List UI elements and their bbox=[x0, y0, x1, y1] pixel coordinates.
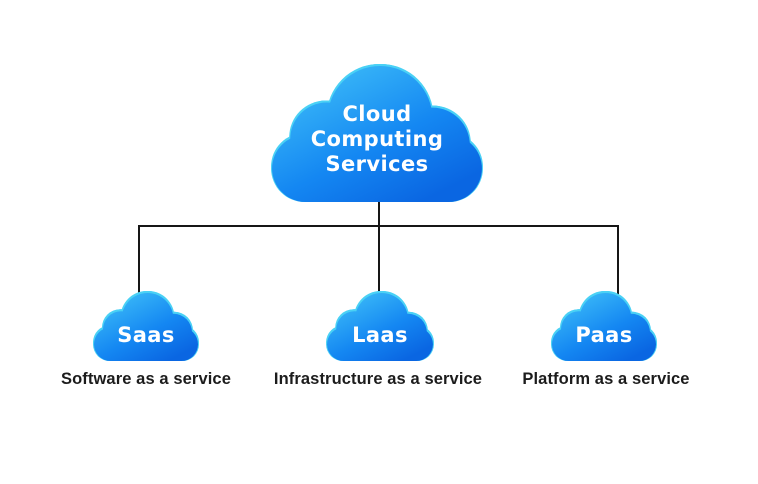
cloud-icon bbox=[327, 293, 433, 361]
cloud-label-laas: Infrastructure as a service bbox=[273, 370, 483, 388]
connector-right-drop bbox=[617, 225, 619, 298]
root-title-line-2: Computing bbox=[310, 127, 444, 151]
root-title-line-1: Cloud bbox=[342, 102, 412, 126]
cloud-abbr-laas: Laas bbox=[352, 323, 408, 347]
root-cloud-title: Cloud Computing Services bbox=[266, 102, 488, 177]
root-title-line-3: Services bbox=[325, 152, 429, 176]
cloud-node-saas: Saas bbox=[91, 292, 201, 362]
connector-horizontal bbox=[138, 225, 619, 227]
cloud-node-laas: Laas bbox=[324, 292, 436, 362]
cloud-icon bbox=[552, 293, 656, 361]
root-cloud-node: Cloud Computing Services bbox=[266, 64, 488, 204]
cloud-icon bbox=[272, 66, 482, 202]
connector-root-drop bbox=[378, 196, 380, 298]
cloud-abbr-saas: Saas bbox=[117, 323, 175, 347]
cloud-icon bbox=[94, 293, 198, 361]
cloud-label-saas: Software as a service bbox=[61, 370, 231, 388]
cloud-node-paas: Paas bbox=[549, 292, 659, 362]
connector-left-drop bbox=[138, 225, 140, 298]
cloud-abbr-paas: Paas bbox=[575, 323, 633, 347]
cloud-label-paas: Platform as a service bbox=[522, 370, 690, 388]
